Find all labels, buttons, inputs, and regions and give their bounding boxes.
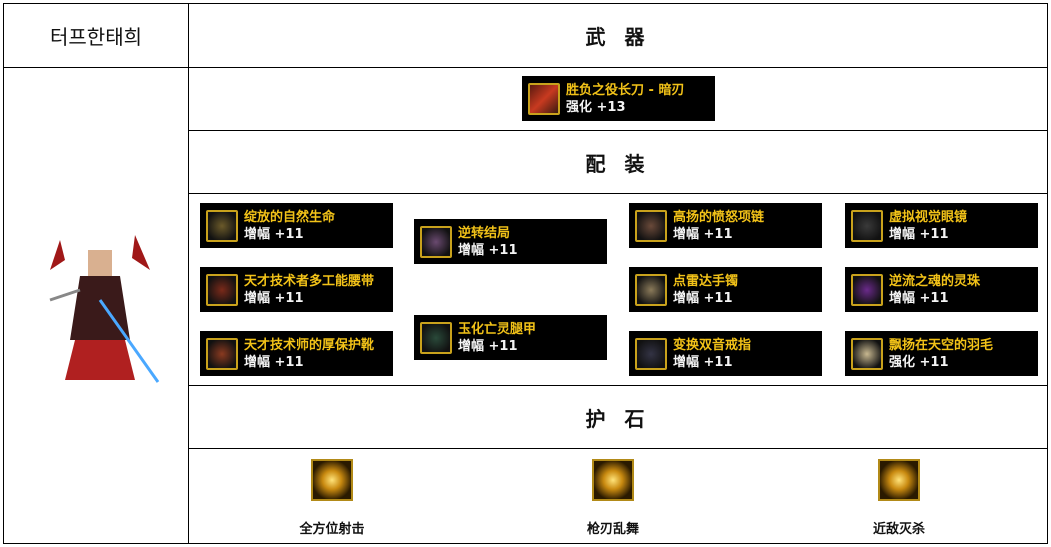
talisman-section-title: 护 石: [585, 406, 651, 431]
item-name: 胜负之役长刀 - 暗刃: [566, 82, 685, 98]
border-bottom: [3, 543, 1048, 544]
talisman-label: 枪刃乱舞: [586, 522, 639, 537]
weapon-item[interactable]: 胜负之役长刀 - 暗刃强化 +13: [522, 76, 715, 121]
border-right: [1047, 3, 1048, 544]
item-level: 增幅 +11: [673, 226, 733, 242]
item-name: 绽放的自然生命: [244, 209, 336, 225]
border-top: [3, 3, 1048, 4]
item-level: 增幅 +11: [673, 354, 733, 370]
border-left: [3, 3, 4, 544]
gear-item[interactable]: 天才技术者多工能腰带增幅 +11: [200, 267, 393, 312]
item-name: 变换双音戒指: [673, 337, 752, 353]
gear-icon: [851, 337, 883, 370]
gear-icon: [420, 321, 452, 354]
item-name: 飘扬在天空的羽毛: [889, 337, 994, 353]
row-divider: [188, 130, 1048, 131]
item-level: 增幅 +11: [244, 226, 304, 242]
item-name: 高扬的愤怒项链: [673, 209, 765, 225]
gear-item[interactable]: 玉化亡灵腿甲增幅 +11: [414, 315, 607, 360]
gear-item[interactable]: 绽放的自然生命增幅 +11: [200, 203, 393, 248]
item-level: 增幅 +11: [889, 290, 949, 306]
gear-icon: [206, 273, 238, 306]
gear-icon: [420, 225, 452, 258]
item-level: 增幅 +11: [458, 338, 518, 354]
item-name: 逆流之魂的灵珠: [889, 273, 981, 289]
item-level: 强化 +11: [889, 354, 949, 370]
gear-item[interactable]: 变换双音戒指增幅 +11: [629, 331, 822, 376]
item-name: 玉化亡灵腿甲: [458, 321, 537, 337]
gear-icon: [206, 209, 238, 242]
row-divider: [188, 385, 1048, 386]
item-name: 逆转结局: [458, 225, 511, 241]
gear-icon: [635, 209, 667, 242]
item-name: 天才技术师的厚保护靴: [244, 337, 375, 353]
gear-icon: [851, 209, 883, 242]
gear-icon: [635, 337, 667, 370]
gear-item[interactable]: 逆转结局增幅 +11: [414, 219, 607, 264]
character-portrait: [49, 235, 160, 383]
gear-item[interactable]: 逆流之魂的灵珠增幅 +11: [845, 267, 1038, 312]
gear-section-title: 配 装: [585, 151, 651, 176]
gear-item[interactable]: 高扬的愤怒项链增幅 +11: [629, 203, 822, 248]
row-divider: [3, 67, 1048, 68]
sword-icon: [528, 82, 560, 115]
talisman-icon[interactable]: [311, 459, 353, 501]
row-divider: [188, 193, 1048, 194]
talisman-label: 全方位射击: [299, 522, 365, 537]
item-name: 天才技术者多工能腰带: [244, 273, 375, 289]
item-level: 增幅 +11: [673, 290, 733, 306]
item-level: 强化 +13: [566, 99, 626, 115]
talisman-label: 近敌灭杀: [872, 522, 925, 537]
item-level: 增幅 +11: [244, 354, 304, 370]
item-level: 增幅 +11: [889, 226, 949, 242]
gear-item[interactable]: 虚拟视觉眼镜增幅 +11: [845, 203, 1038, 248]
gear-item[interactable]: 天才技术师的厚保护靴增幅 +11: [200, 331, 393, 376]
item-level: 增幅 +11: [458, 242, 518, 258]
weapon-section-title: 武 器: [585, 25, 651, 49]
row-divider: [188, 448, 1048, 449]
gear-item[interactable]: 飘扬在天空的羽毛强化 +11: [845, 331, 1038, 376]
item-name: 点雷达手镯: [673, 273, 739, 289]
gear-icon: [206, 337, 238, 370]
gear-icon: [635, 273, 667, 306]
gear-item[interactable]: 点雷达手镯增幅 +11: [629, 267, 822, 312]
character-name: 터프한태희: [50, 25, 142, 49]
talisman-icon[interactable]: [592, 459, 634, 501]
gear-icon: [851, 273, 883, 306]
item-name: 虚拟视觉眼镜: [889, 209, 968, 225]
talisman-icon[interactable]: [878, 459, 920, 501]
column-divider: [188, 3, 189, 544]
item-level: 增幅 +11: [244, 290, 304, 306]
